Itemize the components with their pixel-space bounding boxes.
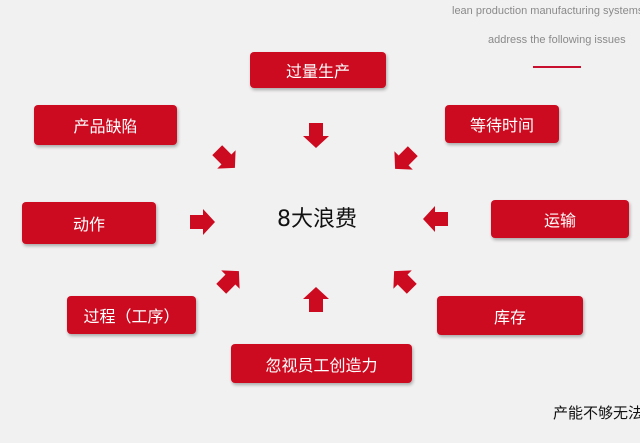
waste-box-transport: 运输 xyxy=(491,200,629,238)
waste-box-waiting: 等待时间 xyxy=(445,105,559,143)
caption-line-2: address the following issues xyxy=(488,34,626,46)
arrow-from-bottom-left xyxy=(212,261,249,298)
arrow-from-top xyxy=(303,123,329,148)
arrow-from-bottom xyxy=(303,287,329,312)
waste-box-defects: 产品缺陷 xyxy=(34,105,177,145)
arrow-from-top-right xyxy=(385,142,422,179)
arrow-from-top-left xyxy=(208,141,245,178)
waste-box-processing: 过程（工序） xyxy=(67,296,196,334)
waste-box-motion: 动作 xyxy=(22,202,156,244)
waste-box-unused-talent: 忽视员工创造力 xyxy=(231,344,412,383)
arrow-from-bottom-right xyxy=(384,261,421,298)
arrow-from-left xyxy=(190,209,215,235)
arrow-from-right xyxy=(423,206,448,232)
center-label: 8大浪费 xyxy=(277,207,357,232)
footer-text: 产能不够无法 xyxy=(553,404,640,422)
caption-line-1: lean production manufacturing systems xyxy=(452,5,640,17)
waste-box-inventory: 库存 xyxy=(437,296,583,335)
accent-divider xyxy=(533,66,581,68)
waste-box-overproduction: 过量生产 xyxy=(250,52,386,88)
